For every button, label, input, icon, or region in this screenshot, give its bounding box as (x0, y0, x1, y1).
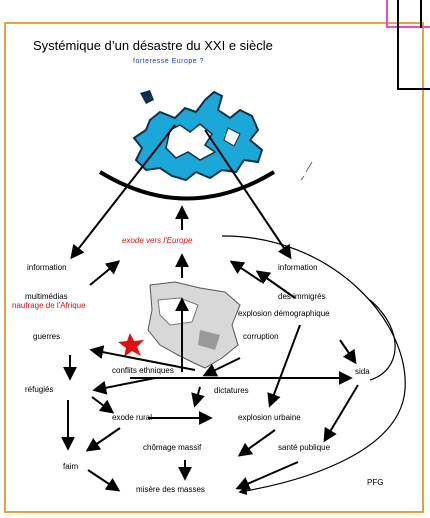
bowl-arc (98, 170, 276, 201)
node-explosion-demographique: explosion démographique (238, 309, 330, 318)
node-dictatures: dictatures (214, 386, 249, 395)
corner-box (386, 0, 430, 28)
node-naufrage: naufrage de l'Afrique (12, 301, 86, 310)
arrow (89, 345, 196, 371)
arrow (91, 396, 115, 414)
node-sante: santé publique (278, 443, 331, 452)
africa-map (147, 281, 241, 369)
arrow (202, 357, 241, 377)
node-misere: misère des masses (136, 485, 205, 494)
node-multimedias: multimédias (25, 292, 68, 301)
arrow (255, 270, 296, 299)
arrow (237, 429, 276, 457)
feedback-curve (369, 299, 396, 381)
node-guerres: guerres (33, 332, 61, 341)
node-faim: faim (63, 462, 79, 471)
corner-line (420, 0, 422, 28)
arrow (235, 461, 299, 490)
arrow (70, 124, 176, 260)
arrow (191, 386, 205, 408)
arrow (204, 129, 292, 260)
arrow (323, 384, 359, 443)
arrow (89, 260, 121, 286)
node-sida: sida (355, 367, 370, 376)
pen-mark (300, 161, 313, 181)
europe-map (132, 90, 264, 182)
signature: PFG (367, 478, 384, 487)
corner-line (397, 88, 430, 90)
page-title: Systémique d’un désastre du XXI e siècle (33, 38, 273, 53)
diagram-frame (4, 22, 424, 513)
node-refugies: réfugiés (25, 385, 54, 394)
node-explosion-urbaine: explosion urbaine (238, 413, 301, 422)
node-corruption: corruption (243, 332, 279, 341)
arrow (92, 377, 156, 395)
page-subtitle: forteresse Europe ? (133, 58, 204, 65)
node-conflits: conflits ethniques (112, 366, 174, 375)
arrow (339, 339, 357, 365)
node-exode-europe: exode vers l'Europe (122, 236, 193, 245)
feedback-curve (221, 235, 406, 496)
node-information-left: information (27, 263, 67, 272)
arrow (87, 469, 121, 492)
arrow (267, 324, 301, 408)
node-immigres: des immigrés (278, 292, 326, 301)
arrow (229, 260, 263, 283)
node-information-right: information (278, 263, 318, 272)
explosion-star (118, 333, 144, 357)
node-exode-rural: exode rural (112, 413, 153, 422)
corner-line (397, 0, 399, 90)
arrow (85, 427, 121, 452)
node-chomage: chômage massif (143, 443, 202, 452)
